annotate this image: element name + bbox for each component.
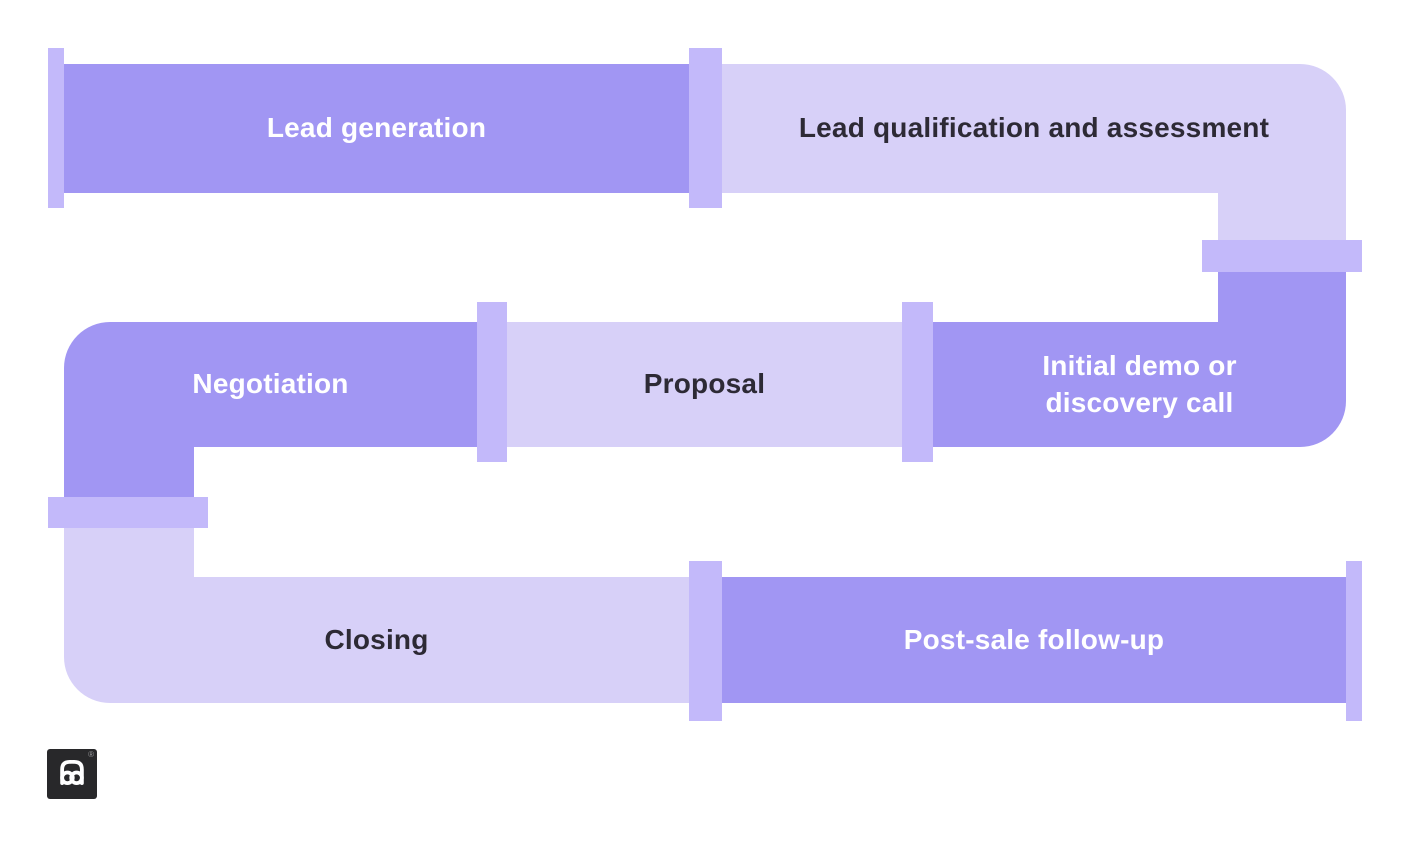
stage-label-lead-generation: Lead generation	[266, 112, 487, 144]
pipe-flange-start-cap	[48, 48, 64, 208]
stage-label-proposal: Proposal	[643, 368, 766, 400]
pipe-flange-row3-divider	[689, 561, 722, 721]
stage-label-lead-qualification: Lead qualification and assessment	[798, 112, 1270, 144]
pipe-elbow-right-upper	[1218, 150, 1346, 256]
pipe-flange-end-cap	[1346, 561, 1362, 721]
pandadoc-logo: ®	[47, 749, 97, 799]
pipe-elbow-left-upper	[64, 400, 194, 512]
pipe-segment-lead-qualification: Lead qualification and assessment	[722, 64, 1346, 193]
pipe-flange-right-connector	[1202, 240, 1362, 272]
pipe-flange-row2-right-divider	[902, 302, 933, 462]
pipe-segment-lead-generation: Lead generation	[64, 64, 689, 193]
stage-label-closing: Closing	[324, 623, 429, 655]
pipe-segment-closing: Closing	[64, 577, 689, 703]
pd-logo-mark	[60, 759, 84, 786]
stage-label-initial-demo: Initial demo or discovery call	[1042, 350, 1237, 418]
pipe-flange-left-connector	[48, 497, 208, 528]
stage-label-post-sale: Post-sale follow-up	[903, 623, 1165, 655]
pipe-segment-post-sale: Post-sale follow-up	[722, 577, 1346, 703]
registered-trademark-symbol: ®	[88, 750, 94, 759]
pipe-segment-proposal: Proposal	[507, 322, 902, 447]
pipe-flange-row1-divider	[689, 48, 722, 208]
pipe-segment-initial-demo: Initial demo or discovery call	[933, 322, 1346, 447]
stage-label-negotiation: Negotiation	[192, 368, 349, 400]
pipe-flange-row2-left-divider	[477, 302, 507, 462]
